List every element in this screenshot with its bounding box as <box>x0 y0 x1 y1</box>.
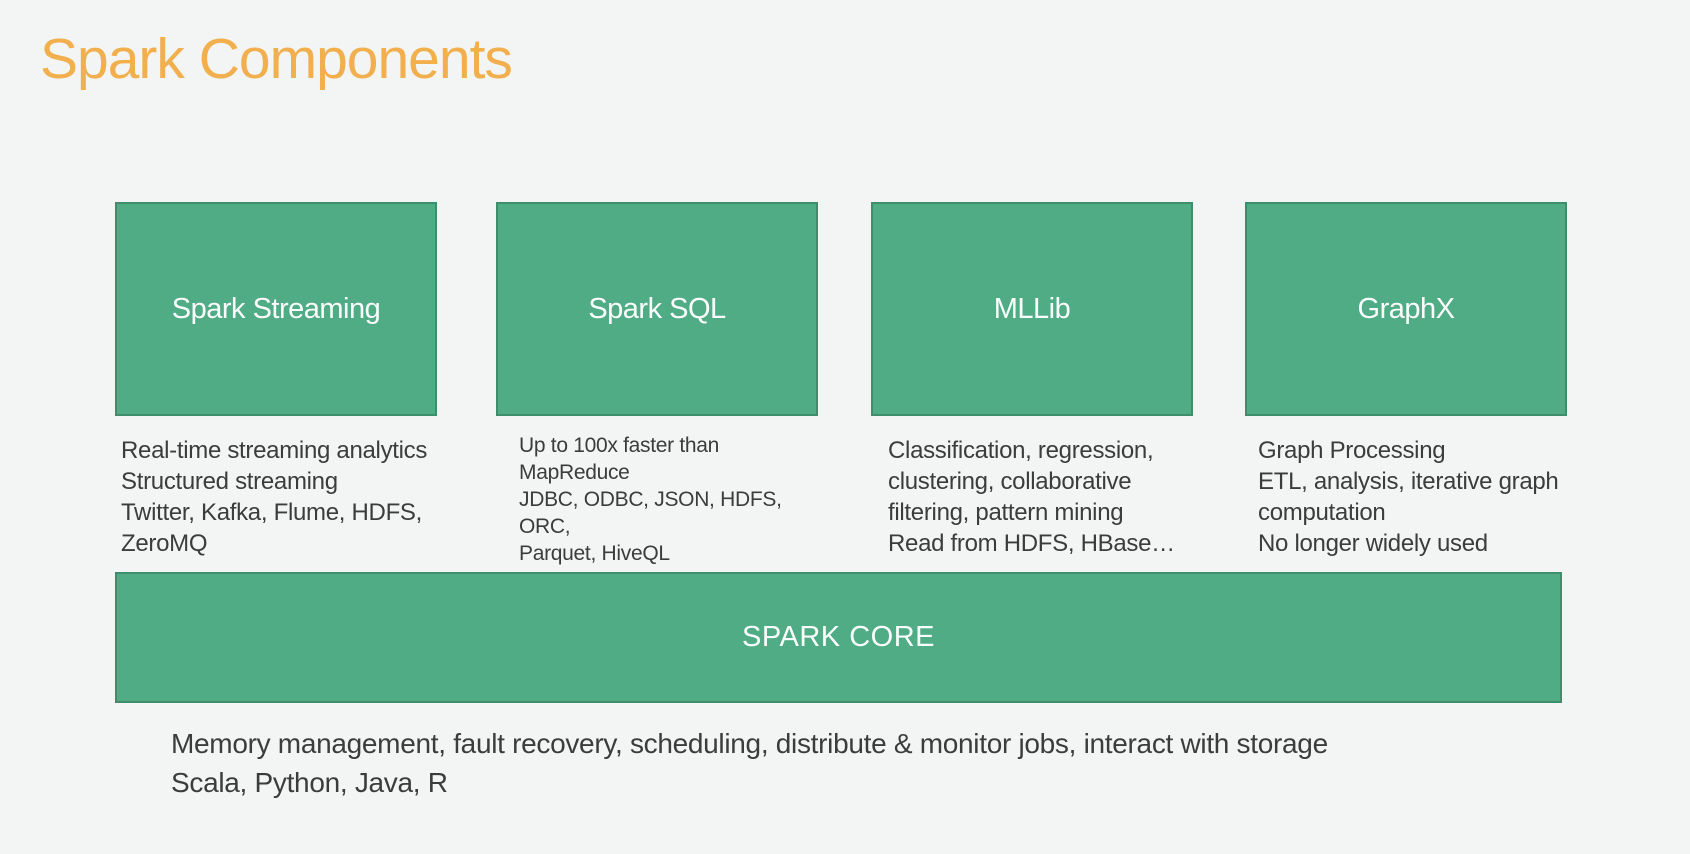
component-spark-streaming: Spark Streaming Real-time streaming anal… <box>115 202 437 559</box>
desc-line: Up to 100x faster than <box>519 434 720 457</box>
component-mllib: MLLib Classification, regression, cluste… <box>871 202 1193 559</box>
spark-sql-description: Up to 100x faster than MapReduce JDBC, O… <box>496 432 818 567</box>
desc-line: filtering, pattern mining <box>888 499 1124 526</box>
spark-streaming-box: Spark Streaming <box>115 202 437 416</box>
desc-line: computation <box>1258 499 1386 526</box>
component-graphx: GraphX Graph Processing ETL, analysis, i… <box>1245 202 1567 559</box>
page-title: Spark Components <box>40 27 513 91</box>
spark-core-label: SPARK CORE <box>741 621 935 653</box>
desc-line: Read from HDFS, HBase… <box>888 530 1175 557</box>
desc-line: ZeroMQ <box>121 530 208 557</box>
spark-streaming-label: Spark Streaming <box>171 292 381 325</box>
spark-core-bar: SPARK CORE <box>115 572 1562 703</box>
spark-streaming-description: Real-time streaming analytics Structured… <box>115 435 437 559</box>
desc-line: clustering, collaborative <box>888 468 1132 495</box>
desc-line: ETL, analysis, iterative graph <box>1258 468 1559 495</box>
desc-line: Classification, regression, <box>888 437 1154 464</box>
spark-sql-label: Spark SQL <box>588 292 726 325</box>
desc-line: Twitter, Kafka, Flume, HDFS, <box>121 499 423 526</box>
desc-line: Parquet, HiveQL <box>519 542 670 565</box>
graphx-box: GraphX <box>1245 202 1567 416</box>
desc-line: MapReduce <box>519 461 630 484</box>
desc-line: Scala, Python, Java, R <box>171 767 448 798</box>
desc-line: Memory management, fault recovery, sched… <box>171 728 1328 759</box>
desc-line: Real-time streaming analytics <box>121 437 428 464</box>
spark-sql-box: Spark SQL <box>496 202 818 416</box>
mllib-box: MLLib <box>871 202 1193 416</box>
desc-line: JDBC, ODBC, JSON, HDFS, ORC, <box>519 488 782 538</box>
mllib-description: Classification, regression, clustering, … <box>871 435 1193 559</box>
graphx-description: Graph Processing ETL, analysis, iterativ… <box>1245 435 1567 559</box>
desc-line: Graph Processing <box>1258 437 1446 464</box>
spark-core-description: Memory management, fault recovery, sched… <box>171 724 1328 802</box>
graphx-label: GraphX <box>1357 292 1455 325</box>
desc-line: Structured streaming <box>121 468 338 495</box>
mllib-label: MLLib <box>993 292 1071 325</box>
component-spark-sql: Spark SQL Up to 100x faster than MapRedu… <box>496 202 818 567</box>
desc-line: No longer widely used <box>1258 530 1488 557</box>
